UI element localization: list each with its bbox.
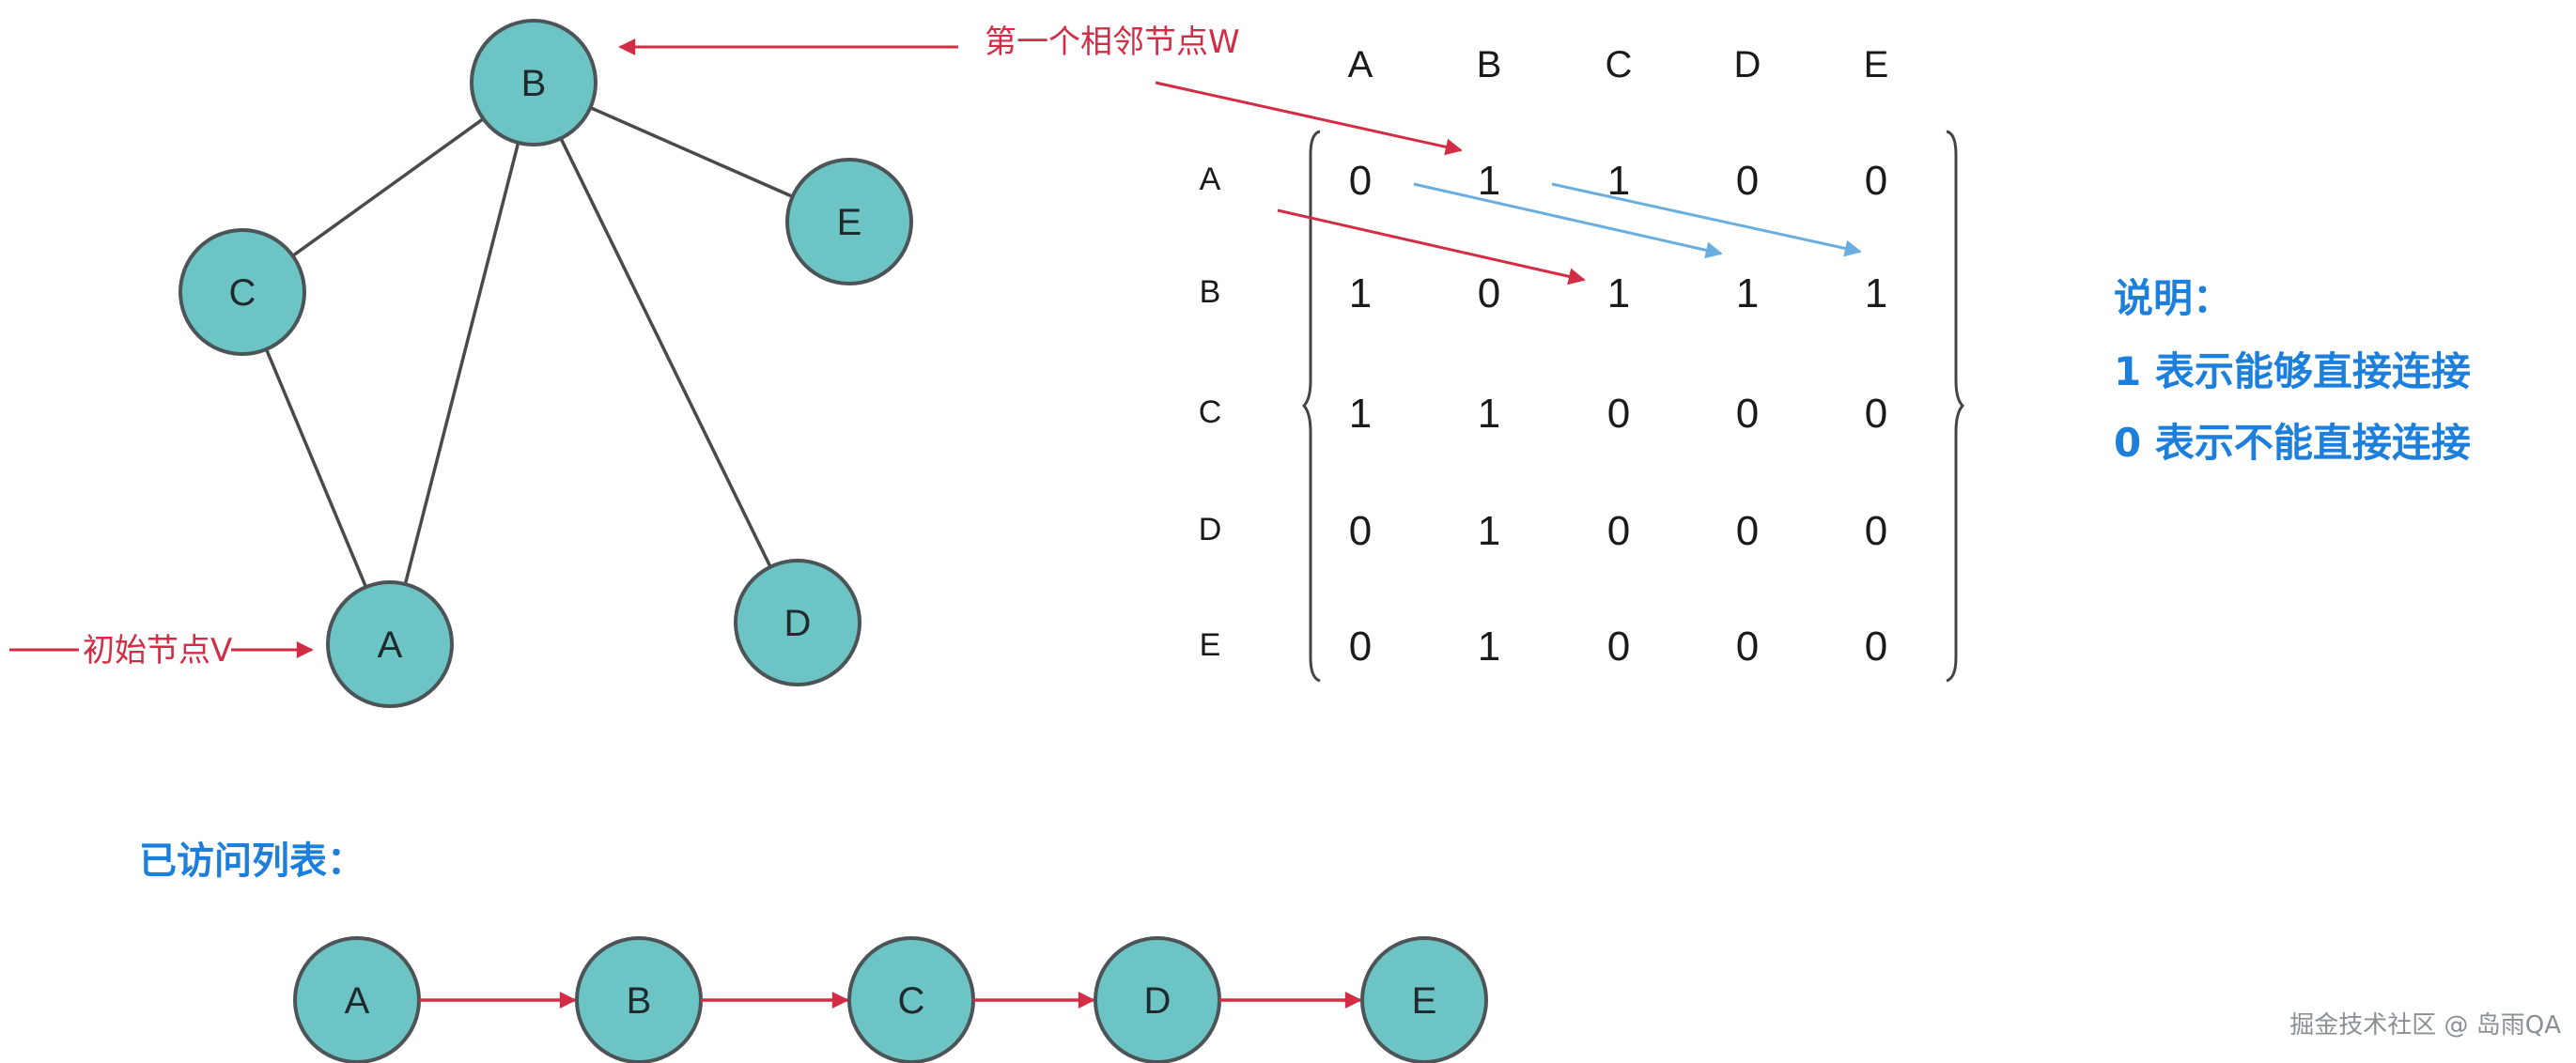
matrix-cell: 0 [1349,158,1372,204]
matrix-row-header: D [1199,512,1222,547]
edge-c-a [264,348,368,588]
visited-node-a: A [293,936,421,1063]
first-neighbor-arrow-to-matrix [1155,81,1463,156]
edge-b-e [589,106,794,198]
matrix-right-bracket [1946,130,1965,683]
watermark: 掘金技术社区 @ 岛雨QA [2289,1011,2561,1040]
node-label: A [378,624,403,666]
node-circle [734,559,861,686]
node-e: E [785,158,913,285]
visited-node-label: D [1144,980,1172,1022]
visited-list: 已访问列表： A B C D E [139,840,1488,1063]
matrix-cell: 0 [1607,391,1630,437]
matrix-cell: 0 [1736,508,1759,554]
visited-node-d: D [1094,936,1221,1063]
matrix-cell: 0 [1865,391,1887,437]
matrix-cell: 1 [1478,624,1500,670]
row-b-red-arrow [1277,208,1586,285]
matrix-row-header: C [1199,394,1222,430]
matrix-left-bracket [1301,130,1321,683]
matrix-row-d: D 0 1 0 0 0 [1199,508,1888,554]
visited-node-c: C [847,936,975,1063]
matrix-cell: 0 [1736,158,1759,204]
matrix-cell: 0 [1865,624,1887,670]
visited-sequence: A B C D E [293,936,1488,1063]
first-neighbor-label: 第一个相邻节点W [985,23,1240,61]
node-circle [470,19,597,146]
node-d: D [734,559,861,686]
node-b: B [470,19,597,146]
visited-node-circle [1360,936,1488,1063]
node-a: A [326,580,454,708]
matrix-col-header-e: E [1864,44,1889,85]
initial-node-label: 初始节点V [83,632,232,670]
blue-arrow-1 [1413,182,1723,259]
matrix-cell: 0 [1865,508,1887,554]
node-label: E [837,202,862,243]
matrix-cell: 1 [1736,270,1759,316]
legend-line-2: 0 表示不能直接连接 [2114,420,2471,466]
visited-node-label: A [345,980,370,1022]
visited-node-label: B [627,980,652,1022]
matrix-row-header: E [1200,627,1221,663]
matrix-row-c: C 1 1 0 0 0 [1199,391,1888,437]
node-c: C [178,228,306,356]
matrix-cell: 0 [1607,624,1630,670]
matrix-cell: 0 [1478,270,1500,316]
matrix-cell: 1 [1478,508,1500,554]
matrix-cell: 1 [1607,270,1630,316]
graph-edges [264,106,794,588]
node-label: D [784,603,812,644]
matrix-col-header-d: D [1734,44,1761,85]
legend: 说明： 1 表示能够直接连接 0 表示不能直接连接 [2114,275,2471,466]
visited-node-label: E [1412,980,1437,1022]
visited-node-e: E [1360,936,1488,1063]
matrix-traversal-arrows [1277,182,1862,285]
edge-b-a [403,142,520,585]
matrix-row-header: A [1200,162,1221,197]
matrix-cell: 0 [1349,508,1372,554]
annotation-initial-node: 初始节点V [9,632,314,670]
matrix-column-headers: A B C D E [1348,44,1889,85]
visited-node-b: B [575,936,703,1063]
blue-arrow-2 [1551,182,1862,257]
matrix-cell: 1 [1349,270,1372,316]
matrix-cell: 0 [1865,158,1887,204]
matrix-col-header-b: B [1477,44,1502,85]
matrix-cell: 0 [1607,508,1630,554]
matrix-cell: 1 [1865,270,1887,316]
matrix-cell: 1 [1478,391,1500,437]
matrix-cell: 0 [1736,624,1759,670]
graph-nodes: B C E A D [178,19,913,708]
matrix-cell: 1 [1349,391,1372,437]
node-label: B [521,63,547,104]
matrix-row-e: E 0 1 0 0 0 [1200,624,1888,670]
matrix-row-header: B [1200,274,1221,310]
legend-line-1: 1 表示能够直接连接 [2114,348,2471,394]
visited-node-label: C [898,980,925,1022]
node-label: C [229,272,256,314]
matrix-col-header-c: C [1606,44,1633,85]
matrix-cell: 0 [1349,624,1372,670]
node-circle [326,580,454,708]
edge-b-c [291,117,485,257]
visited-list-title: 已访问列表： [139,840,365,883]
node-circle [785,158,913,285]
annotation-first-neighbor: 第一个相邻节点W [618,23,1463,156]
legend-title: 说明： [2114,275,2232,321]
matrix-cell: 0 [1736,391,1759,437]
matrix-cell: 1 [1478,158,1500,204]
matrix-col-header-a: A [1348,44,1373,85]
matrix-row-b: B 1 0 1 1 1 [1200,270,1888,316]
edge-b-d [559,137,772,568]
node-circle [178,228,306,356]
